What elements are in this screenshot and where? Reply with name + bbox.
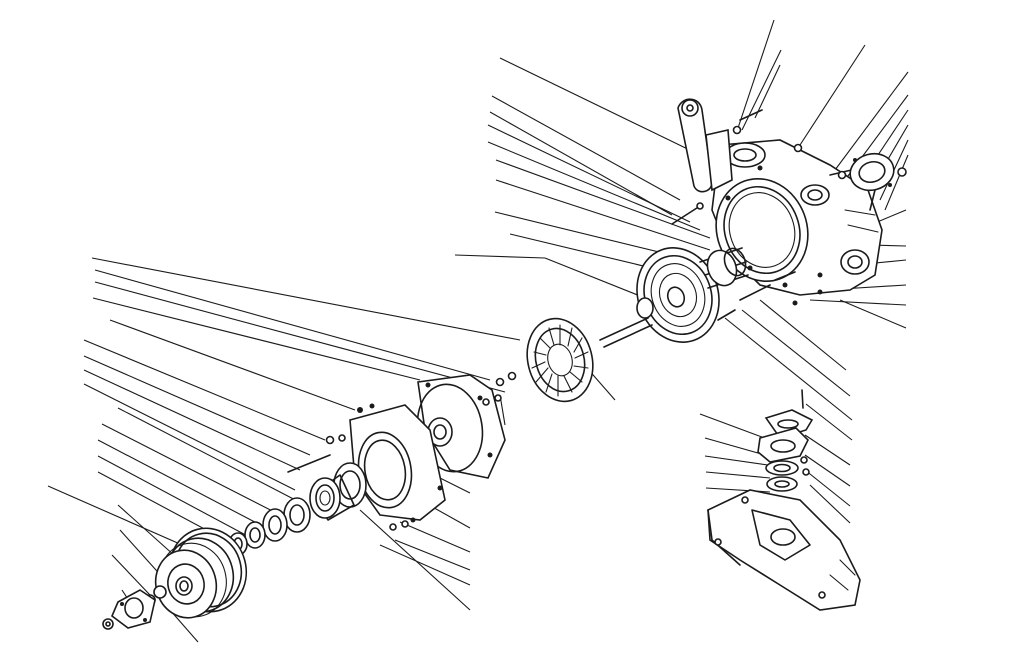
drive-lever-icon	[671, 98, 803, 225]
transfer-case-housing-icon	[711, 139, 883, 296]
clutch-housing-icon	[287, 403, 446, 531]
release-bearing-icon	[228, 497, 311, 556]
bearing-cap-icon	[837, 152, 907, 192]
pulley-hub-flange-icon	[102, 585, 167, 630]
clutch-friction-disc-icon	[526, 317, 594, 403]
bracket-mount-icon	[707, 389, 861, 611]
clutch-pressure-plate-icon	[599, 247, 823, 348]
bearing-sleeve-icon	[309, 462, 367, 521]
v-belt-pulley-icon	[154, 527, 248, 619]
